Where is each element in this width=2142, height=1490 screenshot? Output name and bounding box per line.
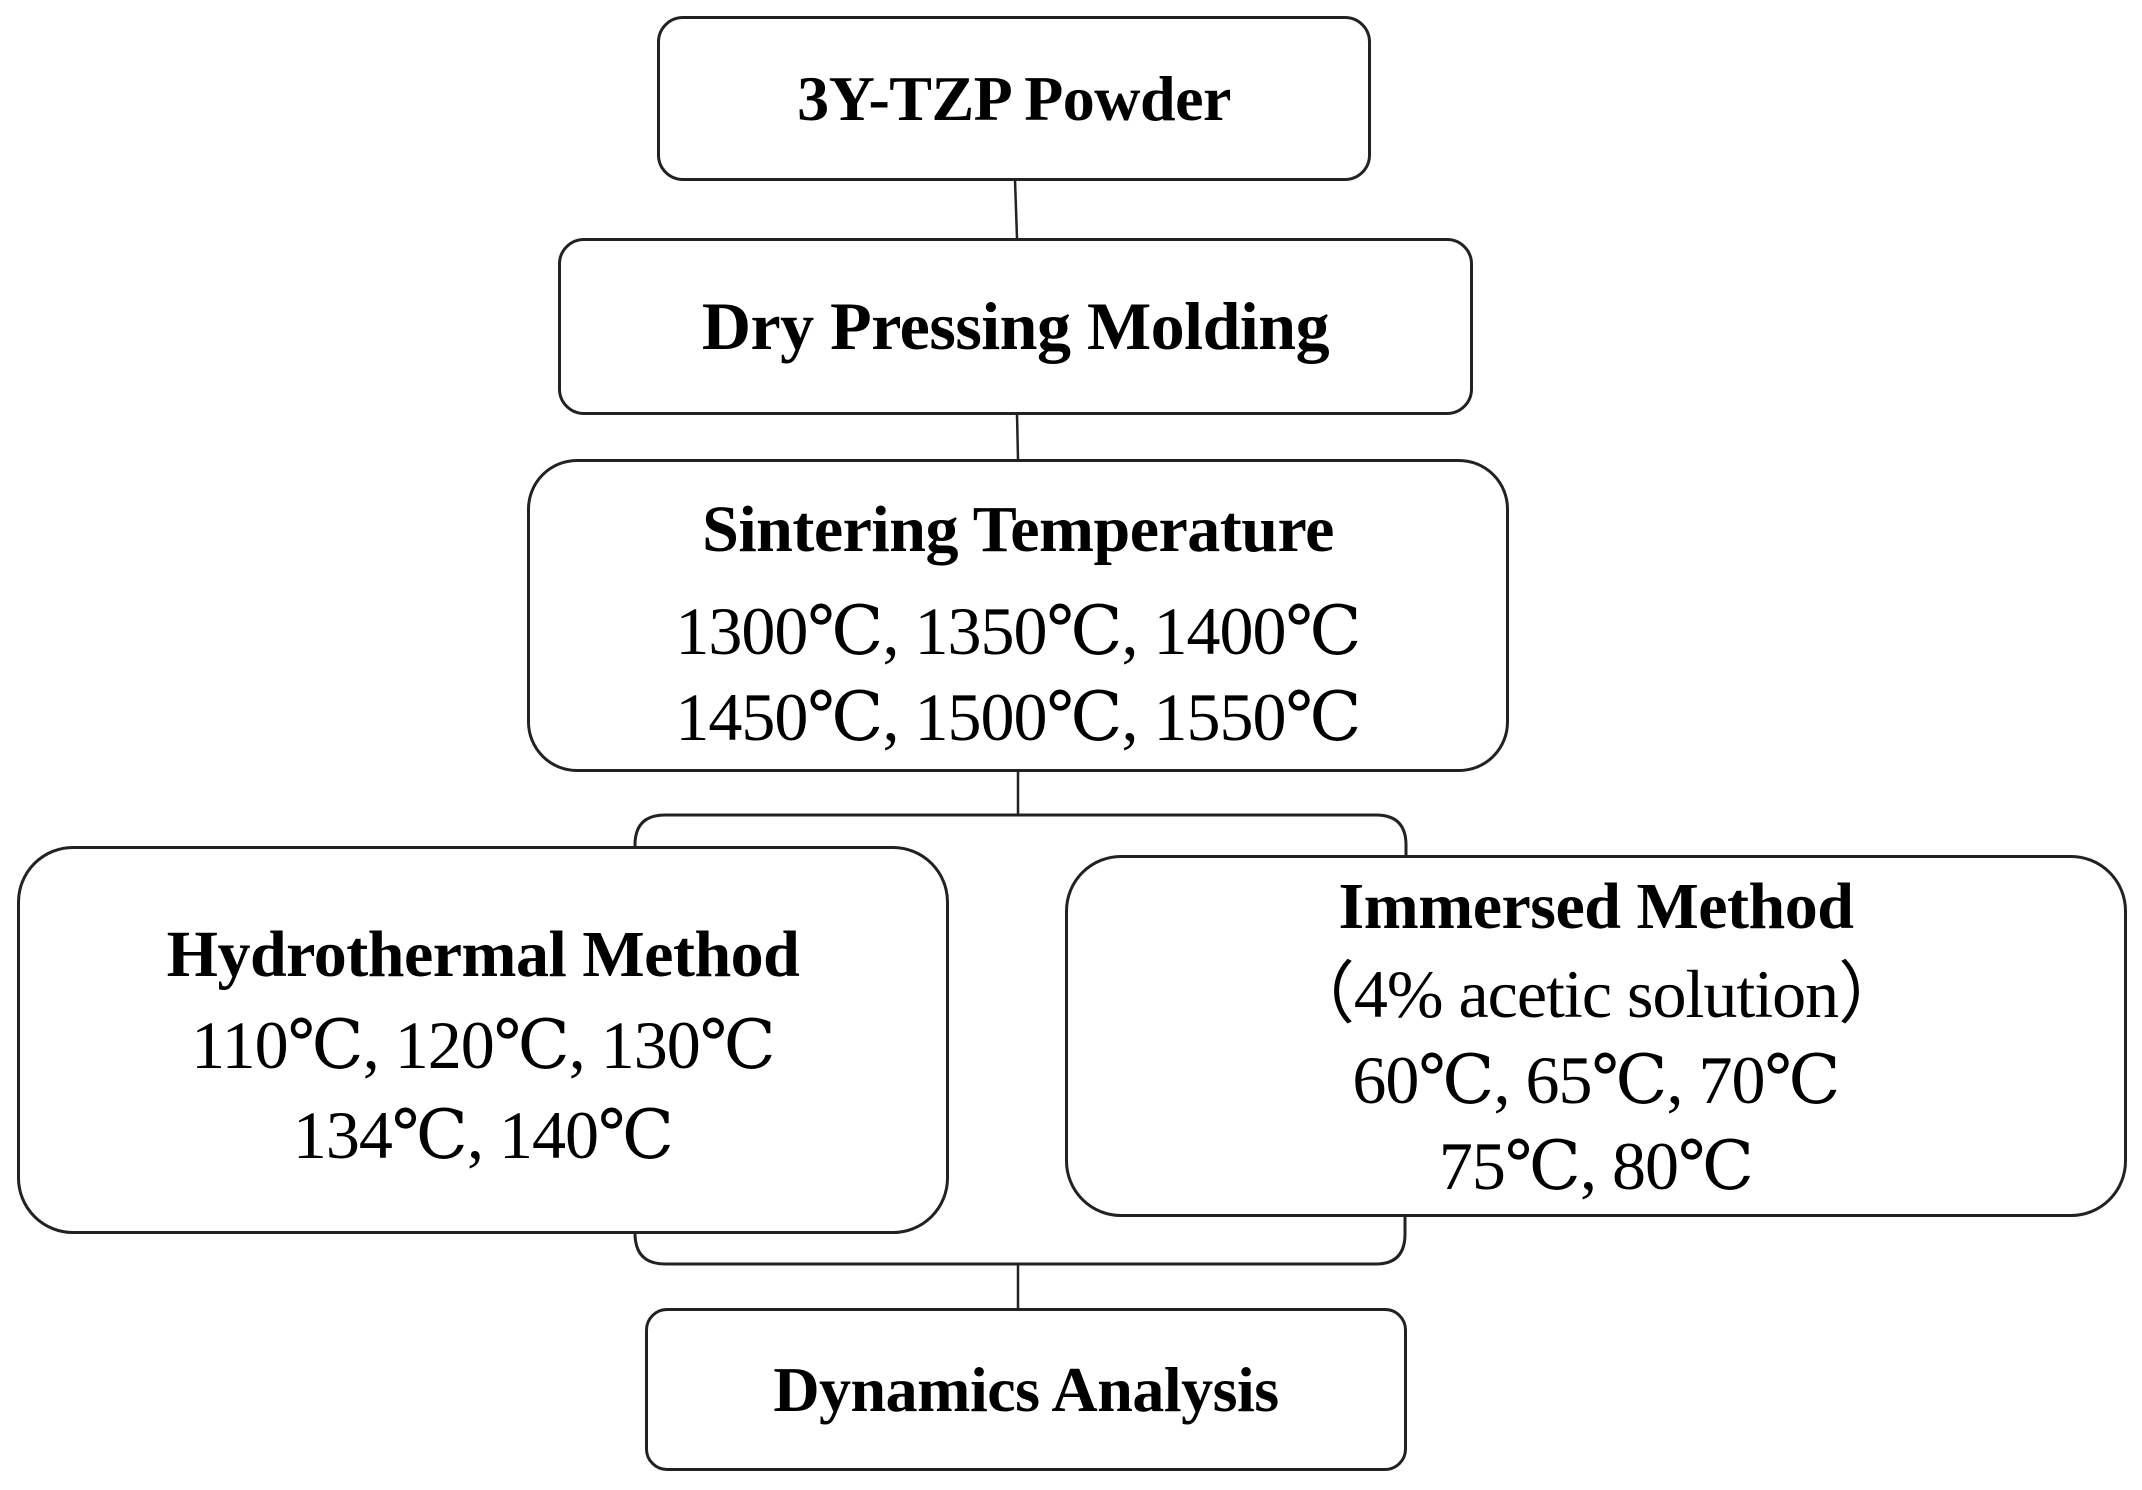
- node-title: Dynamics Analysis: [773, 1353, 1279, 1425]
- node-detail-line: 75℃, 80℃: [1438, 1128, 1754, 1204]
- node-3y-tzp-powder: 3Y-TZP Powder: [657, 16, 1371, 181]
- node-hydrothermal-method: Hydrothermal Method 110℃, 120℃, 130℃ 134…: [17, 846, 949, 1234]
- node-dynamics-analysis: Dynamics Analysis: [645, 1308, 1407, 1471]
- node-immersed-method: Immersed Method （4% acetic solution） 60℃…: [1065, 855, 2127, 1217]
- node-detail-line: 60℃, 65℃, 70℃: [1352, 1042, 1840, 1118]
- node-title: Immersed Method: [1338, 870, 1854, 943]
- bracket-bottom: [633, 1217, 1407, 1266]
- node-detail-line: 1450℃, 1500℃, 1550℃: [675, 679, 1361, 755]
- node-detail-line: 1300℃, 1350℃, 1400℃: [675, 593, 1361, 669]
- node-dry-pressing-molding: Dry Pressing Molding: [558, 238, 1473, 415]
- node-detail-line: 134℃, 140℃: [292, 1097, 674, 1173]
- connector-molding-sintering: [1015, 413, 1020, 460]
- bracket-top: [633, 813, 1408, 855]
- node-detail-line: 110℃, 120℃, 130℃: [191, 1007, 776, 1083]
- node-title: Sintering Temperature: [702, 493, 1334, 566]
- node-title: Dry Pressing Molding: [701, 288, 1330, 364]
- node-title: Hydrothermal Method: [166, 918, 800, 991]
- node-detail-line: （4% acetic solution）: [1286, 956, 1906, 1032]
- connector-powder-molding: [1013, 179, 1019, 239]
- node-sintering-temperature: Sintering Temperature 1300℃, 1350℃, 1400…: [527, 459, 1509, 772]
- node-title: 3Y-TZP Powder: [797, 62, 1231, 134]
